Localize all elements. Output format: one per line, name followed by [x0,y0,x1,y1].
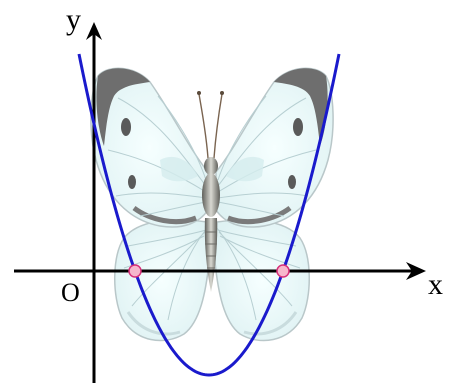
origin-label: O [61,278,80,307]
butterfly-illustration [90,67,334,342]
root-point-left [128,264,142,278]
parabola-curve [77,53,341,377]
hind-wing-right [214,219,310,342]
antennae [198,93,223,159]
x-axis-arrow [406,262,426,280]
root-point-right [276,264,290,278]
fore-wing-right [215,67,334,228]
x-axis-label: x [428,268,443,301]
axes [14,22,426,383]
butterfly-body [202,157,220,292]
fore-wing-left [90,67,209,228]
y-axis-arrow [86,22,102,40]
y-axis-label: y [66,3,81,36]
hind-wing-left [114,219,210,342]
